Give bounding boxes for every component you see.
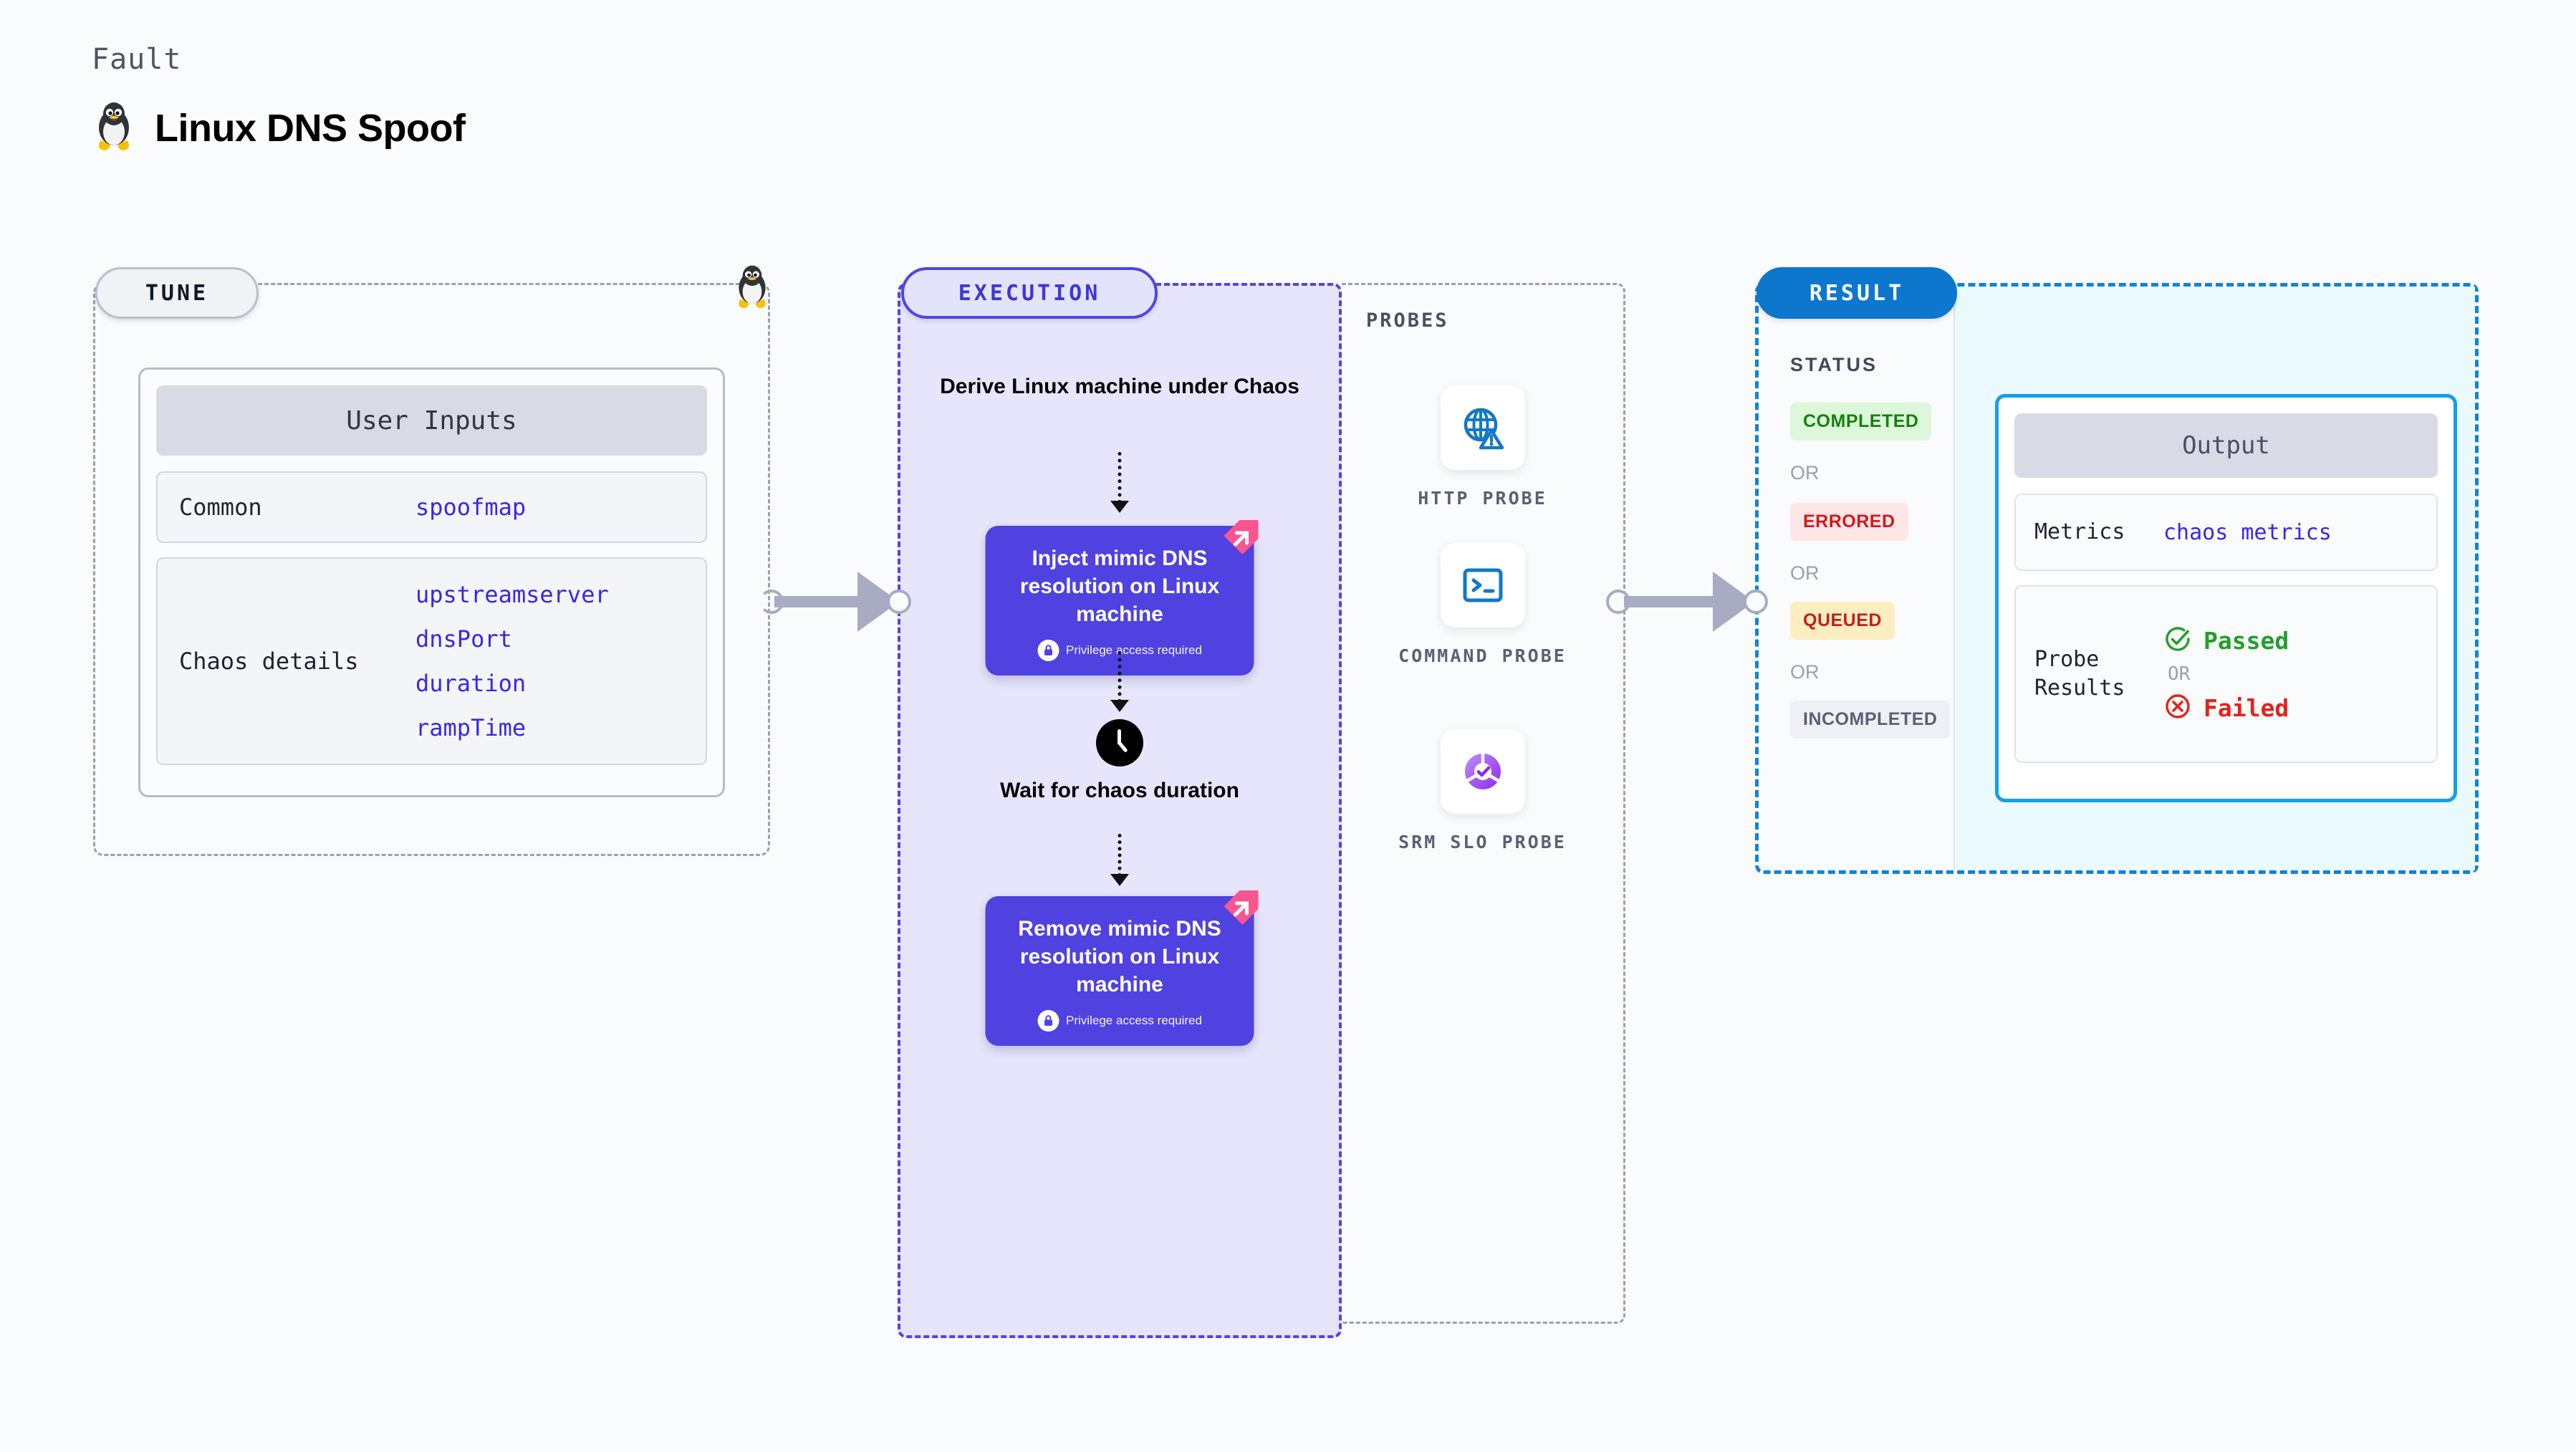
status-section-label: STATUS bbox=[1790, 354, 1878, 375]
lock-icon bbox=[1037, 1010, 1059, 1032]
output-row-value[interactable]: chaos metrics bbox=[2163, 519, 2332, 545]
flow-arrowhead bbox=[1110, 700, 1129, 712]
tune-pill-label: TUNE bbox=[145, 280, 209, 306]
x-circle-icon bbox=[2163, 692, 2192, 723]
check-circle-icon bbox=[2163, 625, 2192, 656]
failed-label: Failed bbox=[2203, 693, 2289, 722]
lock-icon bbox=[1037, 640, 1059, 661]
connector-shaft bbox=[1624, 596, 1716, 607]
result-section-pill[interactable]: RESULT bbox=[1756, 267, 1957, 319]
connector-tune-to-execution bbox=[759, 559, 911, 645]
probe-verdict-failed: Failed bbox=[2163, 692, 2289, 723]
inject-node-title: Inject mimic DNS resolution on Linux mac… bbox=[1019, 547, 1220, 626]
clock-icon bbox=[1096, 719, 1143, 766]
flow-line bbox=[1118, 834, 1122, 877]
probe-item-srm-slo[interactable]: SRM SLO PROBE bbox=[1375, 729, 1590, 855]
page-title: Linux DNS Spoof bbox=[155, 106, 466, 150]
privilege-text: Privilege access required bbox=[1066, 643, 1202, 657]
input-value[interactable]: rampTime bbox=[415, 714, 527, 741]
privilege-text: Privilege access required bbox=[1066, 1014, 1202, 1027]
inject-privilege-note: Privilege access required bbox=[1001, 640, 1239, 661]
probes-panel: PROBES HTTP PROBE COMMAND PROBE bbox=[1342, 283, 1625, 1324]
globe-warning-icon bbox=[1440, 385, 1525, 470]
input-row-label: Common bbox=[179, 494, 262, 521]
input-row-values: spoofmap bbox=[415, 494, 526, 521]
connector-end-dot bbox=[1744, 590, 1768, 614]
status-or-1: OR bbox=[1790, 462, 1820, 484]
probe-label: SRM SLO PROBE bbox=[1398, 832, 1567, 852]
output-card: Output Metrics chaos metrics Probe Resul… bbox=[1995, 394, 2457, 802]
chaos-ribbon-icon bbox=[1219, 514, 1264, 560]
probe-verdict-passed: Passed bbox=[2163, 625, 2289, 656]
status-badge-queued: QUEUED bbox=[1790, 602, 1895, 640]
flow-arrowhead bbox=[1110, 874, 1129, 886]
remove-fault-node[interactable]: Remove mimic DNS resolution on Linux mac… bbox=[985, 890, 1259, 1046]
probe-verdicts: Passed OR Failed bbox=[2163, 625, 2289, 723]
slo-donut-check-icon bbox=[1440, 729, 1525, 814]
result-pill-label: RESULT bbox=[1809, 280, 1905, 306]
input-row-common[interactable]: Common spoofmap bbox=[156, 471, 707, 543]
page-kicker: Fault bbox=[92, 43, 182, 76]
probe-item-http[interactable]: HTTP PROBE bbox=[1375, 385, 1590, 511]
probe-item-command[interactable]: COMMAND PROBE bbox=[1375, 543, 1590, 668]
probes-section-label: PROBES bbox=[1366, 309, 1449, 332]
linux-tux-icon bbox=[732, 264, 772, 313]
probe-label: COMMAND PROBE bbox=[1398, 645, 1567, 666]
output-row-probe-results: Probe Results Passed OR bbox=[2014, 585, 2438, 763]
input-value[interactable]: dnsPort bbox=[415, 625, 512, 653]
input-row-label: Chaos details bbox=[179, 648, 359, 675]
result-panel: STATUS COMPLETED OR ERRORED OR QUEUED OR… bbox=[1755, 283, 2479, 874]
output-row-label: Metrics bbox=[2034, 519, 2125, 544]
chaos-ribbon-icon bbox=[1219, 885, 1264, 931]
flow-line bbox=[1118, 651, 1122, 703]
derive-machine-label: Derive Linux machine under Chaos bbox=[940, 375, 1299, 398]
input-row-chaos-details[interactable]: Chaos details upstreamserver dnsPort dur… bbox=[156, 557, 707, 765]
input-row-values: upstreamserver dnsPort duration rampTime bbox=[415, 581, 609, 741]
page-title-row: Linux DNS Spoof bbox=[92, 100, 466, 155]
output-card-title: Output bbox=[2014, 413, 2438, 478]
probe-label: HTTP PROBE bbox=[1418, 488, 1547, 509]
input-value[interactable]: spoofmap bbox=[415, 494, 527, 521]
flow-arrowhead bbox=[1110, 501, 1129, 513]
linux-tux-icon bbox=[92, 100, 136, 155]
page-header: Fault Linux DNS Spoof bbox=[92, 43, 466, 155]
tune-panel: User Inputs Common spoofmap Chaos detail… bbox=[93, 283, 770, 856]
status-or-2: OR bbox=[1790, 562, 1820, 584]
connector-execution-to-result bbox=[1606, 559, 1768, 645]
terminal-icon bbox=[1440, 543, 1525, 628]
inject-fault-node[interactable]: Inject mimic DNS resolution on Linux mac… bbox=[985, 520, 1259, 675]
status-badge-incompleted: INCOMPLETED bbox=[1790, 701, 1951, 739]
status-badge-errored: ERRORED bbox=[1790, 503, 1908, 541]
wait-node-label: Wait for chaos duration bbox=[1000, 779, 1239, 802]
remove-privilege-note: Privilege access required bbox=[1001, 1010, 1239, 1032]
output-row-label: Probe Results bbox=[2034, 646, 2125, 701]
probe-verdict-or: OR bbox=[2168, 663, 2191, 685]
output-row-metrics[interactable]: Metrics chaos metrics bbox=[2014, 494, 2438, 571]
user-inputs-card: User Inputs Common spoofmap Chaos detail… bbox=[138, 367, 725, 797]
connector-end-dot bbox=[887, 590, 911, 614]
input-value[interactable]: upstreamserver bbox=[415, 581, 609, 608]
execution-section-pill[interactable]: EXECUTION bbox=[901, 267, 1158, 319]
tune-section-pill[interactable]: TUNE bbox=[95, 267, 259, 319]
status-badge-completed: COMPLETED bbox=[1790, 403, 1932, 441]
input-value[interactable]: duration bbox=[415, 670, 527, 697]
status-or-3: OR bbox=[1790, 661, 1820, 683]
connector-shaft bbox=[774, 596, 866, 607]
wait-duration-node: Wait for chaos duration bbox=[998, 719, 1241, 804]
execution-panel: Derive Linux machine under Chaos Inject … bbox=[898, 283, 1342, 1338]
user-inputs-title: User Inputs bbox=[156, 385, 707, 456]
execution-pill-label: EXECUTION bbox=[958, 280, 1101, 306]
passed-label: Passed bbox=[2203, 626, 2289, 655]
flow-line bbox=[1118, 452, 1122, 504]
remove-node-title: Remove mimic DNS resolution on Linux mac… bbox=[1018, 917, 1221, 996]
